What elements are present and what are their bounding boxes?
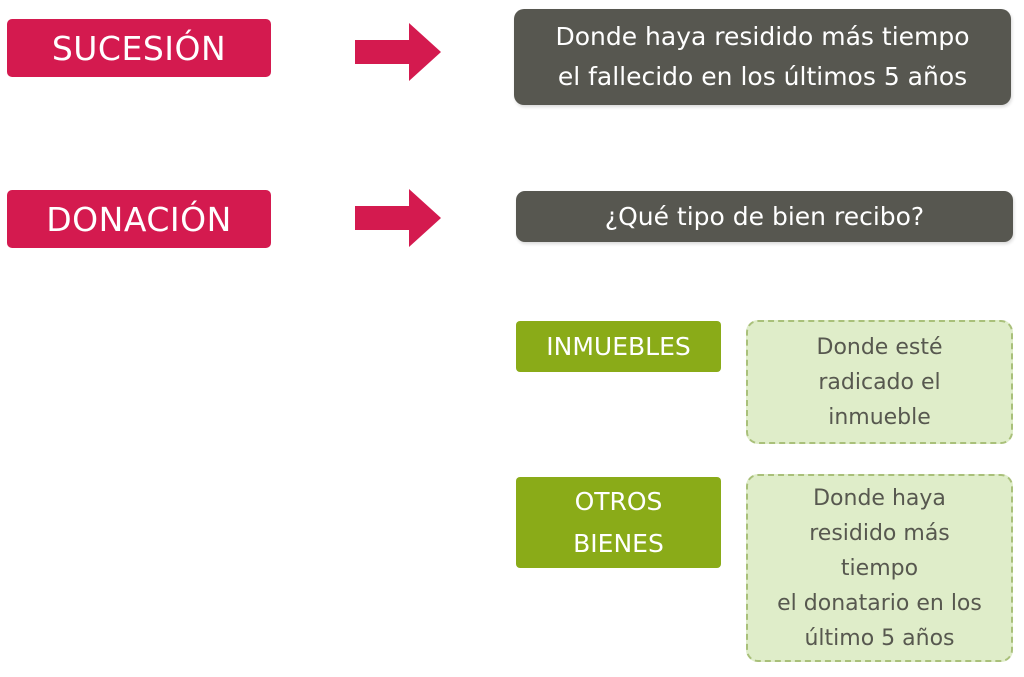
otros-bienes-result-box: Donde haya residido más tiempo el donata…	[746, 474, 1013, 662]
inmuebles-box: INMUEBLES	[516, 321, 721, 372]
sucesion-result-box: Donde haya residido más tiempo el fallec…	[514, 9, 1011, 105]
otros-bienes-label: OTROS BIENES	[573, 486, 664, 558]
donacion-box: DONACIÓN	[7, 190, 271, 248]
arrow-shape	[355, 23, 441, 81]
donacion-question-box: ¿Qué tipo de bien recibo?	[516, 191, 1013, 242]
sucesion-label: SUCESIÓN	[51, 28, 227, 68]
inmuebles-result-text: Donde esté radicado el inmueble	[816, 334, 943, 430]
otros-bienes-result-text: Donde haya residido más tiempo el donata…	[777, 485, 982, 651]
inmuebles-result-box: Donde esté radicado el inmueble	[746, 320, 1013, 444]
right-arrow-icon	[355, 23, 441, 81]
sucesion-result-text: Donde haya residido más tiempo el fallec…	[555, 22, 970, 91]
inmuebles-label: INMUEBLES	[546, 331, 691, 361]
donacion-label: DONACIÓN	[46, 199, 232, 239]
donacion-question-text: ¿Qué tipo de bien recibo?	[604, 201, 925, 231]
arrow-shape	[355, 189, 441, 247]
sucesion-box: SUCESIÓN	[7, 19, 271, 77]
right-arrow-icon	[355, 189, 441, 247]
otros-bienes-box: OTROS BIENES	[516, 477, 721, 568]
